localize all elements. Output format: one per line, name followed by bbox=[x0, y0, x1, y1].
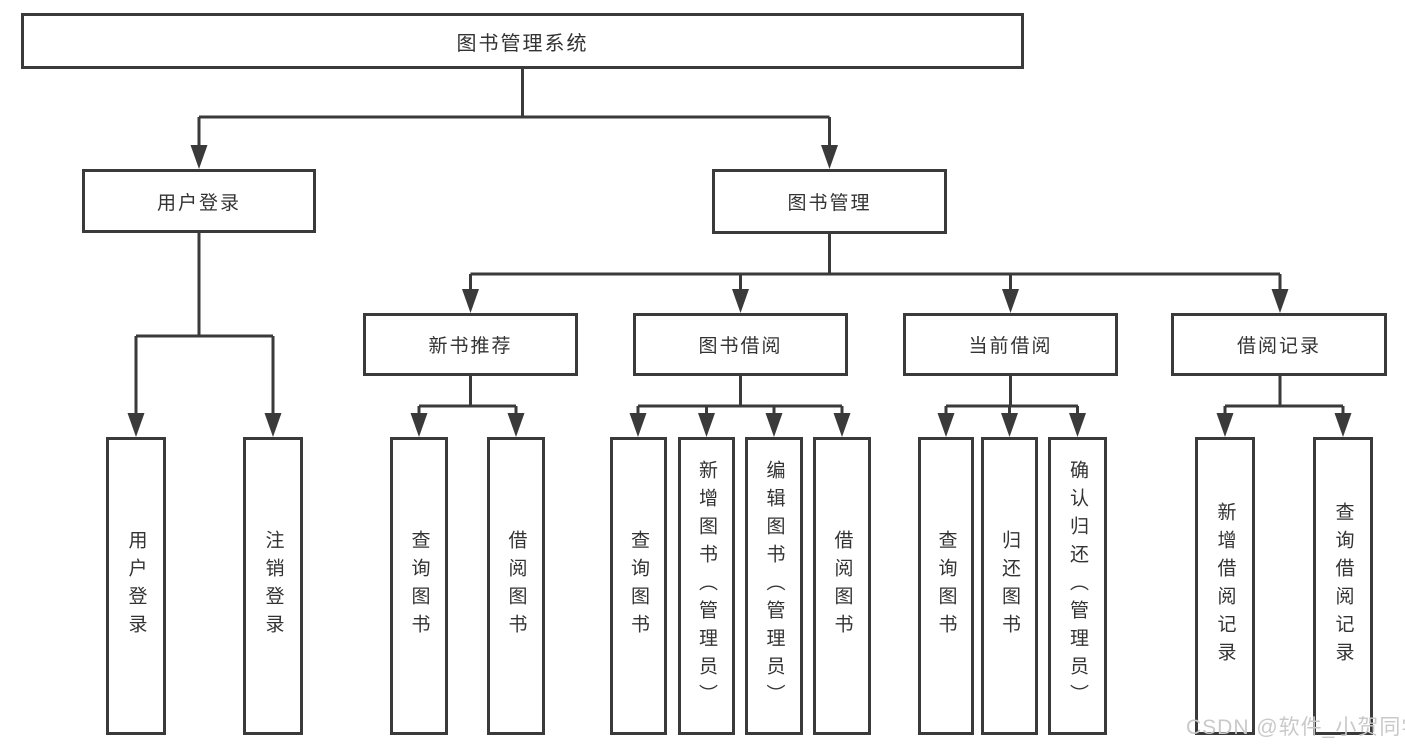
leaf-bb-add-books-admin-label: 新增图书（管理员） bbox=[696, 460, 717, 712]
arrowheads-leaves bbox=[410, 413, 1352, 437]
node-new-book-recommend: 新书推荐 bbox=[363, 313, 578, 376]
node-current-borrow-label: 当前借阅 bbox=[968, 336, 1053, 357]
leaf-br-add-record: 新增借阅记录 bbox=[1195, 437, 1255, 735]
connector-borrow-record bbox=[1223, 376, 1345, 418]
leaf-nb-borrow-books: 借阅图书 bbox=[487, 437, 545, 735]
leaf-cb-query-books: 查询图书 bbox=[918, 437, 974, 735]
node-book-borrow-label: 图书借阅 bbox=[698, 336, 783, 357]
watermark: CSDN @软件_小贺同学 bbox=[1186, 716, 1405, 739]
leaf-nb-query-books: 查询图书 bbox=[390, 437, 448, 735]
leaf-br-query-record: 查询借阅记录 bbox=[1313, 437, 1373, 735]
leaf-cb-confirm-return-admin-label: 确认归还（管理员） bbox=[1067, 460, 1088, 712]
connector-new-book bbox=[417, 376, 518, 418]
leaf-user-login-label: 用户登录 bbox=[125, 530, 147, 642]
connector-book-management bbox=[469, 234, 1282, 294]
connector-root-to-level2 bbox=[197, 69, 831, 150]
leaf-br-add-record-label: 新增借阅记录 bbox=[1214, 502, 1236, 670]
node-borrow-record-label: 借阅记录 bbox=[1236, 336, 1321, 357]
node-root-label: 图书管理系统 bbox=[456, 32, 589, 55]
node-borrow-record: 借阅记录 bbox=[1171, 313, 1387, 376]
leaf-bb-query-books: 查询图书 bbox=[610, 437, 667, 735]
leaf-nb-borrow-books-label: 借阅图书 bbox=[505, 530, 527, 642]
leaf-bb-query-books-label: 查询图书 bbox=[628, 530, 649, 642]
arrowheads-level3 bbox=[462, 289, 1289, 313]
leaf-nb-query-books-label: 查询图书 bbox=[408, 530, 430, 642]
node-book-management-label: 图书管理 bbox=[787, 193, 872, 214]
leaf-cb-confirm-return-admin: 确认归还（管理员） bbox=[1048, 437, 1107, 735]
leaf-cb-return-books: 归还图书 bbox=[981, 437, 1038, 735]
leaf-user-login: 用户登录 bbox=[106, 437, 166, 735]
node-book-borrow: 图书借阅 bbox=[633, 313, 848, 376]
leaf-logout-label: 注销登录 bbox=[262, 530, 284, 642]
arrowheads-level2 bbox=[190, 145, 838, 169]
leaf-cb-query-books-label: 查询图书 bbox=[935, 530, 957, 642]
connector-current-borrow bbox=[944, 376, 1079, 418]
arrowheads-user-login bbox=[127, 413, 282, 437]
node-user-login: 用户登录 bbox=[82, 169, 316, 233]
node-new-book-recommend-label: 新书推荐 bbox=[428, 336, 513, 357]
node-user-login-label: 用户登录 bbox=[156, 192, 241, 214]
leaf-br-query-record-label: 查询借阅记录 bbox=[1332, 502, 1354, 670]
connector-book-borrow bbox=[636, 376, 844, 418]
node-current-borrow: 当前借阅 bbox=[903, 313, 1118, 376]
leaf-logout: 注销登录 bbox=[243, 437, 303, 735]
leaf-bb-edit-books-admin: 编辑图书（管理员） bbox=[745, 437, 803, 735]
connector-user-login bbox=[134, 233, 275, 418]
node-book-management: 图书管理 bbox=[712, 169, 947, 234]
leaf-bb-add-books-admin: 新增图书（管理员） bbox=[678, 437, 735, 735]
node-root: 图书管理系统 bbox=[21, 13, 1024, 69]
leaf-bb-borrow-books-label: 借阅图书 bbox=[831, 530, 853, 642]
leaf-bb-edit-books-admin-label: 编辑图书（管理员） bbox=[763, 460, 785, 712]
leaf-cb-return-books-label: 归还图书 bbox=[999, 530, 1020, 642]
leaf-bb-borrow-books: 借阅图书 bbox=[813, 437, 871, 735]
